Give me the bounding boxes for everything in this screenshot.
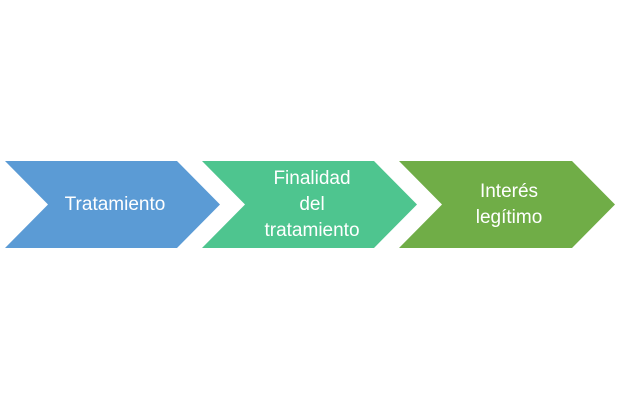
chevron-shape: [5, 161, 220, 248]
chevron-fill: [5, 161, 220, 248]
chevron-step-interes: Interés legítimo: [399, 161, 615, 248]
chevron-step-finalidad: Finalidad del tratamiento: [202, 161, 417, 248]
step-label: Tratamiento: [64, 193, 166, 215]
chevron-fill: [202, 161, 417, 248]
step-label: Interés legítimo: [475, 180, 543, 228]
chevron-shape: [399, 161, 615, 248]
chevron-step-tratamiento: Tratamiento: [5, 161, 220, 248]
chevron-fill: [399, 161, 615, 248]
chevron-shape: [202, 161, 417, 248]
step-label: Finalidad del tratamiento: [264, 167, 360, 241]
